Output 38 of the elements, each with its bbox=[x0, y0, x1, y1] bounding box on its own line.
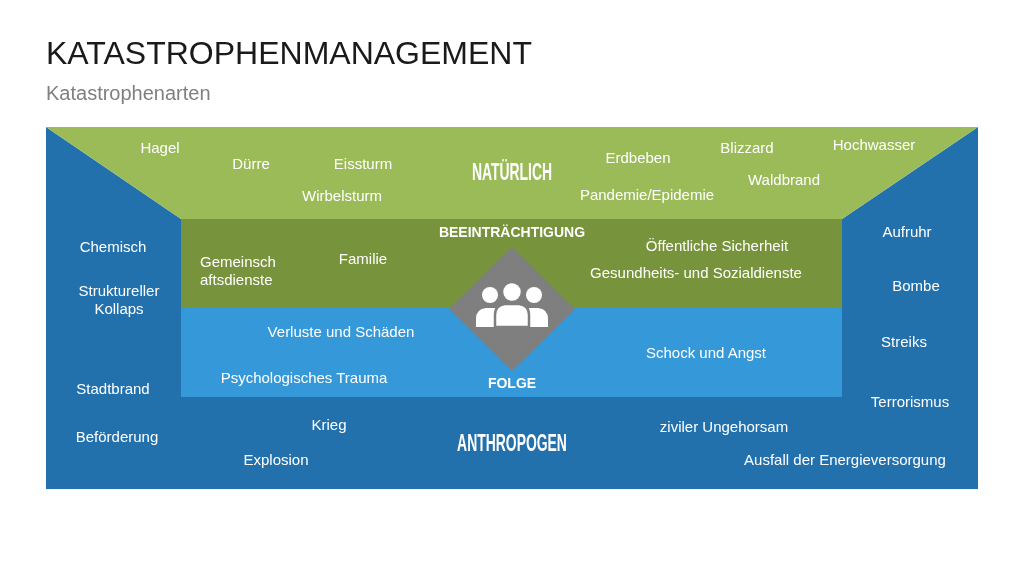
term-label: Beförderung bbox=[75, 428, 159, 446]
term-label: Pandemie/Epidemie bbox=[579, 186, 715, 204]
term-label: Wirbelsturm bbox=[302, 187, 382, 205]
band-panel bbox=[181, 308, 842, 397]
term-label: Schock und Angst bbox=[645, 344, 767, 362]
term-label: ziviler Ungehorsam bbox=[659, 418, 789, 436]
subtitle: Katastrophenarten bbox=[46, 82, 211, 104]
term-label: Erdbeben bbox=[605, 149, 671, 167]
term-label: Terrorismus bbox=[870, 393, 950, 411]
term-label: Hagel bbox=[140, 139, 180, 157]
term-label: Waldbrand bbox=[748, 171, 820, 189]
term-label: Eissturm bbox=[333, 155, 393, 173]
term-label: Familie bbox=[338, 250, 388, 268]
term-label: Blizzard bbox=[720, 139, 774, 157]
band-title: FOLGE bbox=[487, 374, 537, 392]
term-label: Gemeinsch aftsdienste bbox=[200, 253, 277, 289]
term-label: Öffentliche Sicherheit bbox=[645, 237, 789, 255]
band-title: BEEINTRÄCHTIGUNG bbox=[438, 223, 586, 241]
term-label: Gesundheits- und Sozialdienste bbox=[590, 264, 802, 282]
category-title: NATÜRLICH bbox=[471, 160, 553, 184]
term-label: Aufruhr bbox=[882, 223, 932, 241]
term-label: Streiks bbox=[881, 333, 927, 351]
term-label: Chemisch bbox=[79, 238, 147, 256]
title: KATASTROPHENMANAGEMENT bbox=[46, 36, 532, 72]
term-label: Explosion bbox=[243, 451, 309, 469]
term-label: Bombe bbox=[892, 277, 940, 295]
term-label: Hochwasser bbox=[832, 136, 916, 154]
band-panel bbox=[181, 219, 842, 308]
term-label: Ausfall der Energieversorgung bbox=[744, 451, 946, 469]
term-label: Psychologisches Trauma bbox=[220, 369, 388, 387]
term-label: Krieg bbox=[311, 416, 347, 434]
term-label: Stadtbrand bbox=[76, 380, 150, 398]
term-label: Struktureller Kollaps bbox=[77, 282, 161, 318]
trapezoid-panel bbox=[46, 127, 978, 219]
term-label: Dürre bbox=[232, 155, 270, 173]
frame-panel bbox=[46, 127, 978, 489]
category-title: ANTHROPOGEN bbox=[457, 431, 567, 455]
term-label: Verluste und Schäden bbox=[267, 323, 415, 341]
